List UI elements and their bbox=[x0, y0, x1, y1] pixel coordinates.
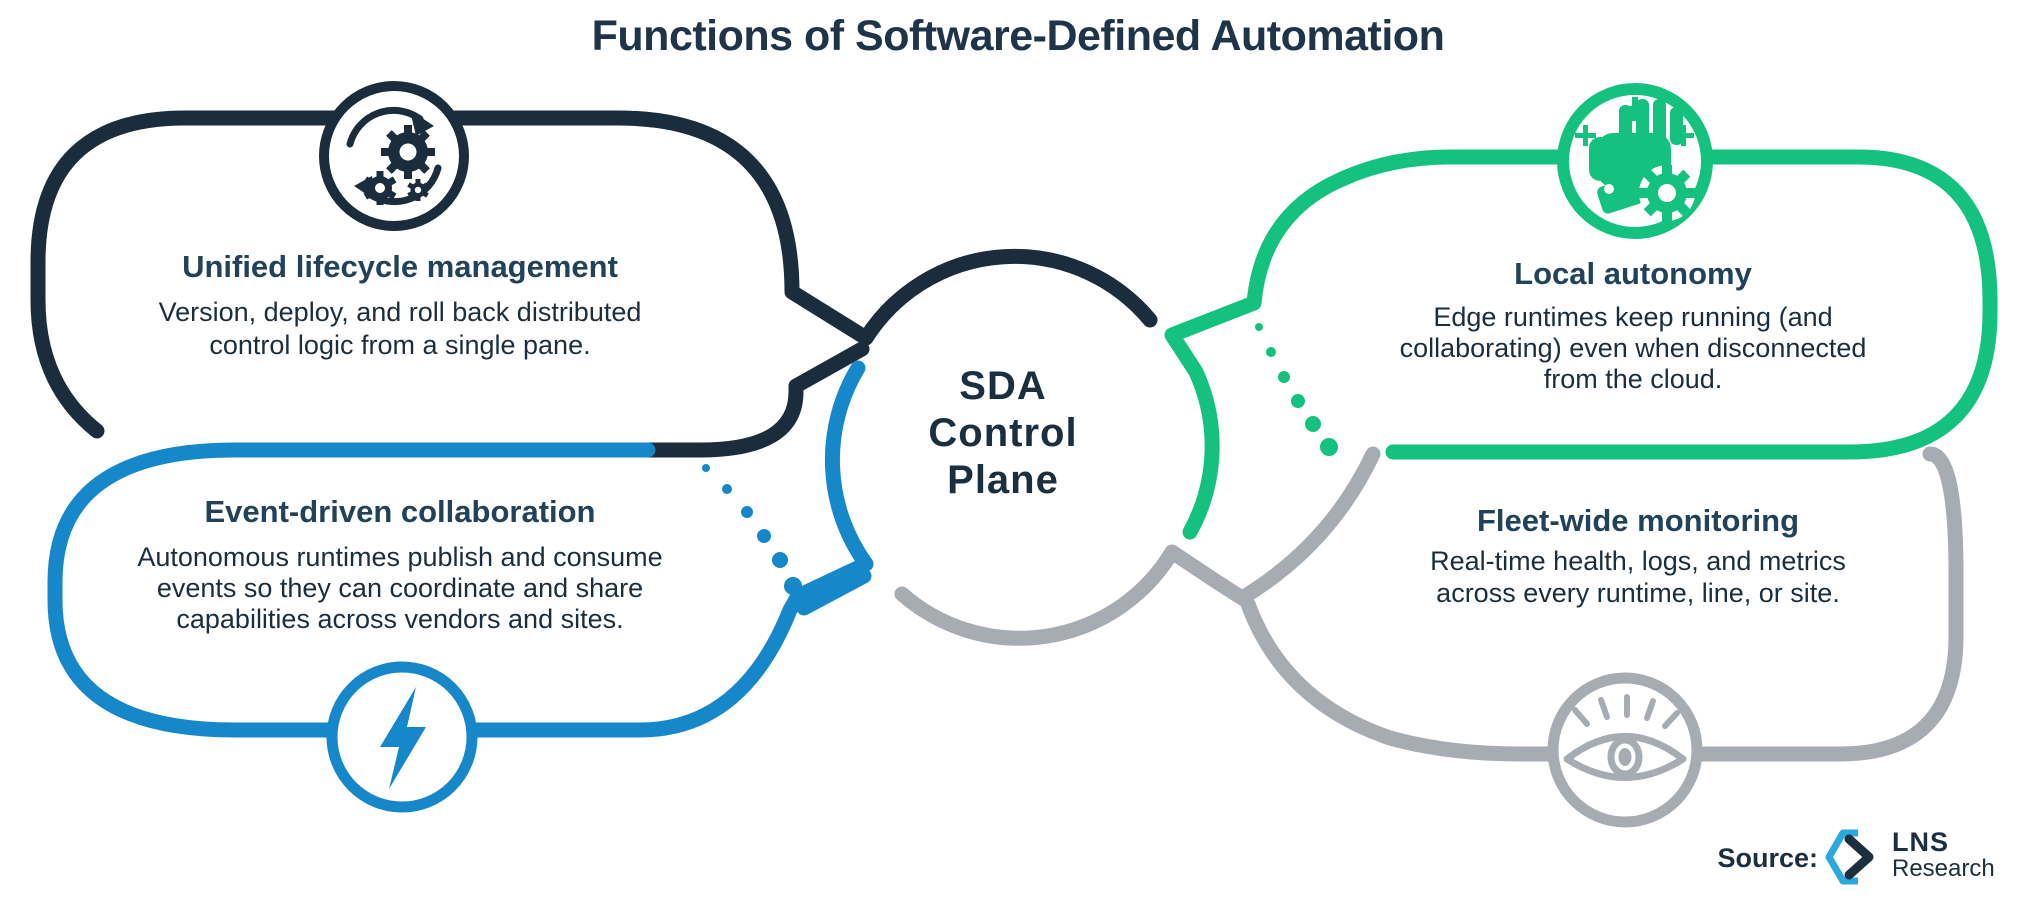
control-plane-label: SDA Control Plane bbox=[853, 363, 1153, 504]
lifecycle-body-line: control logic from a single pane. bbox=[209, 330, 591, 360]
monitoring-capsule-outline bbox=[894, 446, 1381, 646]
autonomy-heading: Local autonomy bbox=[1514, 256, 1752, 291]
eye-icon bbox=[1547, 672, 1703, 828]
autonomy-body-line: Edge runtimes keep running (and bbox=[1433, 302, 1833, 332]
control-plane-label-line: Plane bbox=[947, 458, 1059, 502]
lifecycle-body-line: Version, deploy, and roll back distribut… bbox=[158, 297, 642, 327]
source-label: Source: bbox=[1717, 843, 1818, 873]
lns-logo-name: LNS bbox=[1892, 827, 1949, 857]
fist-gear-icon bbox=[1557, 83, 1713, 239]
autonomy-body-line: from the cloud. bbox=[1543, 364, 1723, 394]
autonomy-body: Edge runtimes keep running (and collabor… bbox=[1323, 302, 1943, 395]
green-dotted-connector bbox=[1255, 323, 1338, 456]
events-body-line: capabilities across vendors and sites. bbox=[176, 604, 624, 634]
lns-logo-subname: Research bbox=[1892, 855, 1995, 882]
monitoring-body: Real-time health, logs, and metrics acro… bbox=[1328, 545, 1948, 609]
events-heading: Event-driven collaboration bbox=[204, 494, 596, 529]
events-body-line: events so they can coordinate and share bbox=[156, 573, 644, 603]
monitoring-heading: Fleet-wide monitoring bbox=[1476, 503, 1800, 538]
lifecycle-heading: Unified lifecycle management bbox=[182, 249, 618, 284]
lifecycle-capsule-lower-edge bbox=[640, 341, 870, 458]
events-body-line: Autonomous runtimes publish and consume bbox=[137, 542, 663, 572]
hexagon-chevron-icon bbox=[1825, 828, 1892, 886]
lightning-bolt-icon bbox=[326, 661, 478, 813]
page-title: Functions of Software-Defined Automation bbox=[591, 12, 1445, 60]
cycle-gears-icon bbox=[319, 81, 469, 231]
autonomy-capsule-outline bbox=[1164, 149, 1998, 540]
lifecycle-body: Version, deploy, and roll back distribut… bbox=[90, 296, 710, 362]
control-plane-label-line: SDA bbox=[959, 364, 1047, 408]
lifecycle-capsule-outline bbox=[30, 110, 1158, 439]
monitoring-body-line: Real-time health, logs, and metrics bbox=[1430, 546, 1846, 576]
blue-dotted-connector bbox=[702, 464, 802, 595]
events-capsule-notch bbox=[796, 568, 872, 616]
monitoring-body-line: across every runtime, line, or site. bbox=[1436, 578, 1840, 608]
events-body: Autonomous runtimes publish and consume … bbox=[60, 542, 740, 635]
control-plane-label-line: Control bbox=[928, 411, 1078, 455]
autonomy-body-line: collaborating) even when disconnected bbox=[1399, 333, 1867, 363]
monitoring-capsule-body bbox=[1240, 446, 1964, 762]
